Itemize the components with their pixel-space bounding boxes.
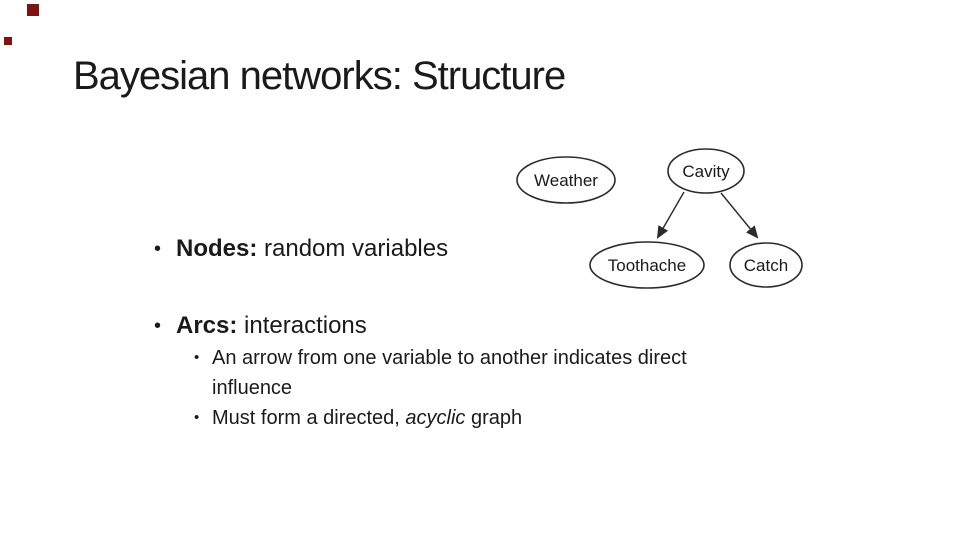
edge-cavity-toothache	[656, 191, 685, 239]
node-catch-ellipse	[729, 242, 803, 288]
bullet-icon: •	[194, 349, 200, 366]
bullet-nodes-text: Nodes: random variables	[176, 235, 448, 263]
sub-bullet-dag-italic: acyclic	[405, 407, 466, 429]
bullet-arcs-body: interactions	[237, 312, 367, 339]
sub-bullet-dag-post: graph	[465, 407, 523, 429]
node-weather-label: Weather	[534, 171, 598, 190]
sub-bullet-arrow-influence-text: An arrow from one variable to another in…	[212, 347, 687, 399]
sub-bullet-dag: • Must form a directed, acyclic graph	[194, 403, 694, 433]
bullet-arcs-label: Arcs:	[176, 312, 238, 339]
node-catch-label: Catch	[744, 256, 788, 275]
sub-bullet-arrow-influence: • An arrow from one variable to another …	[194, 343, 694, 403]
bullet-nodes: • Nodes: random variables	[154, 235, 448, 263]
node-cavity-label: Cavity	[682, 162, 730, 181]
bullet-arcs: • Arcs: interactions	[154, 312, 367, 340]
sub-bullet-dag-pre: Must form a directed,	[212, 407, 406, 429]
bullet-icon: •	[154, 315, 162, 337]
node-toothache: Toothache	[589, 241, 705, 289]
node-weather: Weather	[516, 156, 616, 204]
edge-cavity-catch	[720, 192, 759, 239]
bullet-nodes-label: Nodes:	[176, 235, 258, 262]
page-title: Bayesian networks: Structure	[73, 54, 566, 98]
node-weather-ellipse	[516, 156, 616, 204]
node-cavity-ellipse	[667, 148, 745, 194]
sub-bullet-list: • An arrow from one variable to another …	[154, 343, 694, 433]
node-toothache-ellipse	[589, 241, 705, 289]
bullet-nodes-body: random variables	[257, 235, 449, 262]
decor-square-small	[4, 37, 12, 45]
node-cavity: Cavity	[667, 148, 745, 194]
sub-bullet-dag-text: Must form a directed, acyclic graph	[212, 403, 522, 433]
decor-square-large	[27, 4, 39, 16]
node-toothache-label: Toothache	[608, 256, 686, 275]
bullet-icon: •	[194, 409, 200, 426]
bullet-icon: •	[154, 238, 162, 260]
bullet-arcs-text: Arcs: interactions	[176, 312, 367, 340]
node-catch: Catch	[729, 242, 803, 288]
